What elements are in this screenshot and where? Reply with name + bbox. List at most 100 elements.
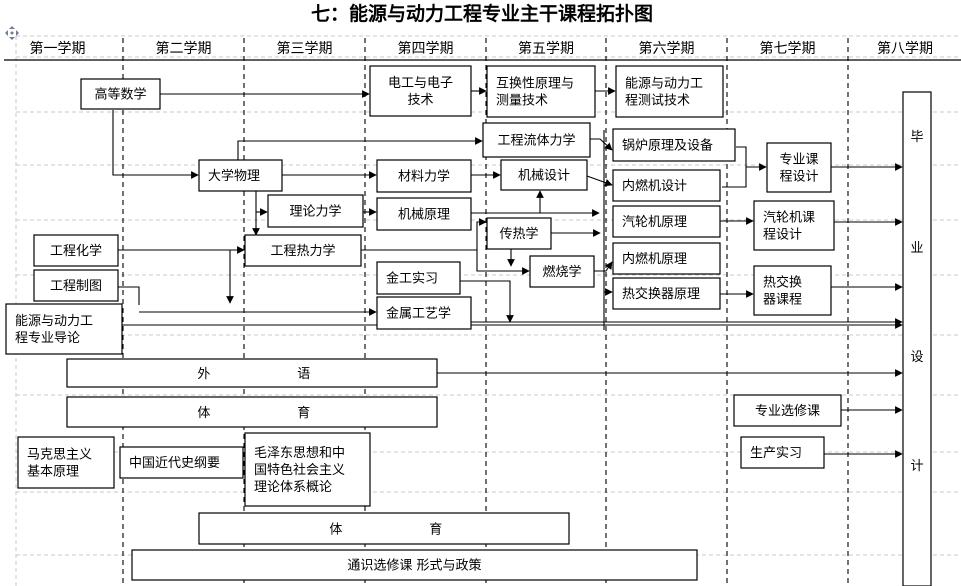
course-box[interactable] [376, 296, 472, 330]
course-box[interactable] [66, 358, 438, 388]
course-label: 体 [197, 406, 210, 421]
course-shengchan[interactable]: 生产实习 [740, 436, 825, 469]
course-label: 理论力学 [289, 204, 341, 220]
course-box[interactable] [66, 396, 438, 428]
course-box[interactable] [733, 394, 842, 427]
course-box[interactable] [486, 65, 596, 118]
course-neiran-yuanli[interactable]: 内燃机原理 [612, 242, 721, 275]
prerequisite-arrow [361, 218, 487, 251]
course-zhitu[interactable]: 工程制图 [33, 269, 119, 302]
course-nodes: 高等数学电工与电子技术互换性原理与测量技术能源与动力工程测试技术工程流体力学锅炉… [5, 65, 932, 586]
prerequisite-arrow [118, 286, 140, 305]
course-box[interactable] [615, 65, 724, 118]
course-qilun-yuanli[interactable]: 汽轮机原理 [612, 205, 721, 238]
course-box[interactable] [902, 91, 932, 586]
course-label: 材料力学 [398, 169, 450, 185]
course-box[interactable] [529, 255, 595, 288]
course-box[interactable] [198, 159, 283, 192]
course-box[interactable] [500, 159, 588, 191]
course-neiran-sheji[interactable]: 内燃机设计 [612, 169, 721, 202]
course-label: 程专业导论 [15, 331, 80, 346]
course-box[interactable] [5, 303, 123, 355]
course-cailiao[interactable]: 材料力学 [376, 159, 472, 193]
course-box[interactable] [612, 205, 721, 238]
course-label: 业 [910, 241, 923, 256]
course-label: 汽轮机原理 [622, 215, 687, 230]
course-tiyu1[interactable]: 体育 [66, 396, 438, 428]
course-label: 马克思主义 [27, 448, 92, 463]
course-label: 中国近代史纲要 [129, 456, 220, 471]
course-daxue-wuli[interactable]: 大学物理 [198, 159, 283, 192]
course-ranshao[interactable]: 燃烧学 [529, 255, 595, 288]
course-box[interactable] [267, 194, 364, 228]
course-tiyu2[interactable]: 体育 [198, 512, 570, 545]
course-box[interactable] [612, 128, 736, 162]
course-box[interactable] [244, 234, 362, 267]
course-box[interactable] [486, 217, 552, 250]
course-jindaishi[interactable]: 中国近代史纲要 [119, 446, 244, 479]
course-label: 互换性原理与 [496, 77, 574, 92]
course-label: 育 [297, 405, 310, 421]
course-guolu[interactable]: 锅炉原理及设备 [612, 128, 736, 162]
course-box[interactable] [482, 122, 591, 158]
course-box[interactable] [766, 142, 832, 193]
course-jingong[interactable]: 金工实习 [376, 261, 461, 295]
course-box[interactable] [612, 277, 721, 310]
course-chuanre[interactable]: 传热学 [486, 217, 552, 250]
course-zhuanye-xuanxiu[interactable]: 专业选修课 [733, 394, 842, 427]
course-box[interactable] [612, 242, 721, 275]
course-gaodeng-shuxue[interactable]: 高等数学 [80, 78, 161, 110]
course-relixue[interactable]: 工程热力学 [244, 234, 362, 267]
course-label: 能源与动力工 [15, 314, 93, 329]
prerequisite-arrow [586, 175, 613, 187]
course-box[interactable] [612, 169, 721, 202]
course-label: 通识选修课 形式与政策 [347, 558, 481, 574]
course-box[interactable] [376, 261, 461, 295]
course-waiyu[interactable]: 外语 [66, 358, 438, 388]
course-box[interactable] [33, 234, 119, 267]
course-liuti[interactable]: 工程流体力学 [482, 122, 591, 158]
course-jixie-sheji[interactable]: 机械设计 [500, 159, 588, 191]
course-box[interactable] [369, 65, 472, 117]
course-box[interactable] [244, 432, 371, 507]
course-box[interactable] [17, 436, 115, 489]
course-box[interactable] [376, 159, 472, 193]
course-label: 汽轮机课 [763, 211, 815, 226]
course-label: 机械原理 [398, 208, 450, 223]
course-box[interactable] [753, 265, 832, 316]
course-label: 电工与电子 [388, 76, 453, 91]
course-box[interactable] [33, 269, 119, 302]
course-tongshi[interactable]: 通识选修课 形式与政策 [131, 549, 698, 581]
course-label: 程设计 [763, 228, 802, 243]
course-label: 理论体系概论 [254, 480, 332, 495]
course-label: 测量技术 [496, 94, 548, 109]
course-box[interactable] [753, 200, 835, 251]
course-label: 工程化学 [50, 243, 102, 259]
course-box[interactable] [119, 446, 244, 479]
course-gongcheng-huaxue[interactable]: 工程化学 [33, 234, 119, 267]
course-jixie-yuanli[interactable]: 机械原理 [376, 197, 472, 231]
course-jinshu-gongyi[interactable]: 金属工艺学 [376, 296, 472, 330]
course-box[interactable] [740, 436, 825, 469]
course-label: 传热学 [499, 226, 538, 242]
course-label: 能源与动力工 [625, 77, 703, 92]
course-lilun-lixue[interactable]: 理论力学 [267, 194, 364, 228]
course-box[interactable] [376, 197, 472, 231]
course-label: 大学物理 [208, 168, 260, 184]
course-box[interactable] [198, 512, 570, 545]
course-box[interactable] [131, 549, 698, 581]
prerequisite-arrow [476, 250, 530, 275]
course-rejiaohuan-yuanli[interactable]: 热交换器原理 [612, 277, 721, 310]
course-box[interactable] [80, 78, 161, 110]
move-handle-icon[interactable] [5, 26, 19, 40]
